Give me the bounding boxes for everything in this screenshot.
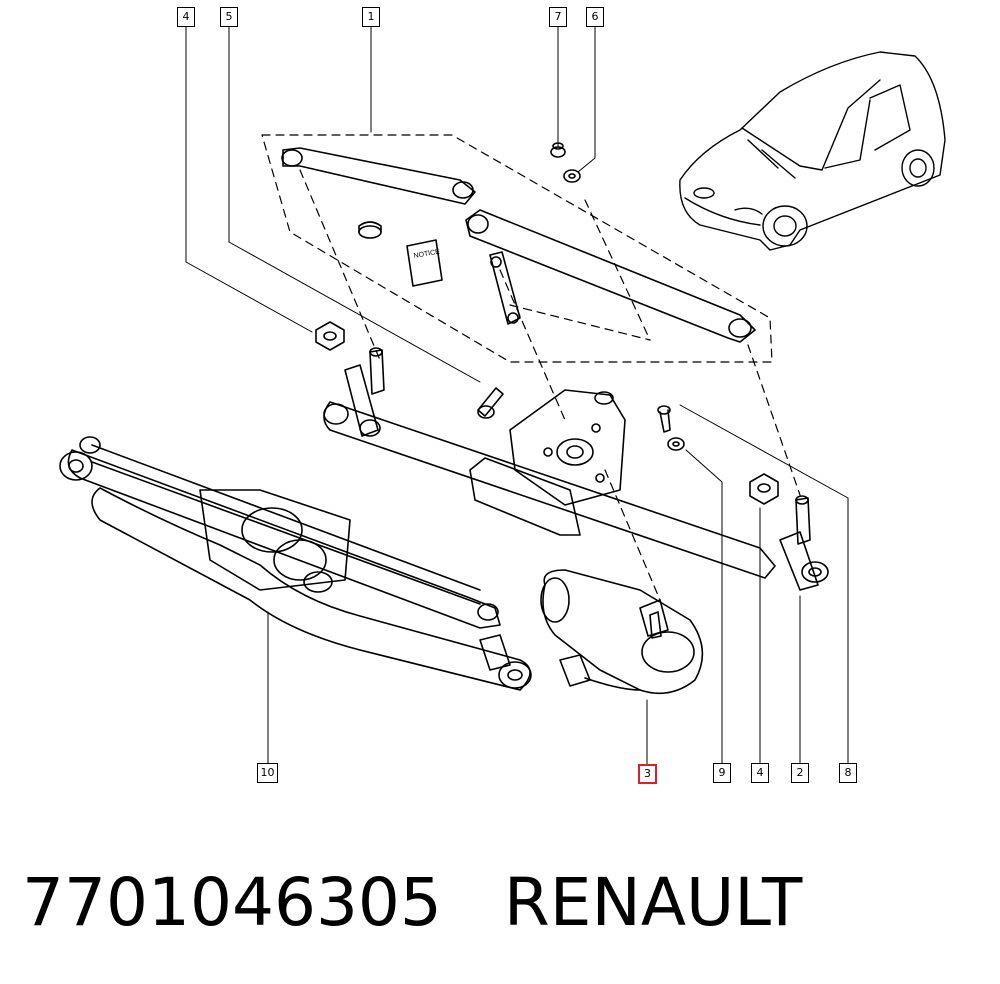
pivot-post-left: [369, 347, 385, 395]
callout-bottom-9: 9: [713, 763, 731, 783]
motor-mounting-bracket: [469, 389, 626, 536]
car-illustration: [679, 51, 946, 251]
wiper-frame-tube: [323, 364, 829, 591]
washer-6: [563, 169, 581, 183]
link-rod-lower: [465, 209, 756, 343]
pivot-post-right: [795, 495, 811, 545]
callout-top-4: 4: [177, 7, 195, 27]
callout-top-6: 6: [586, 7, 604, 27]
wiper-motor: [540, 569, 704, 695]
washer-9: [667, 437, 685, 451]
callout-top-5: 5: [220, 7, 238, 27]
callout-top-1: 1: [362, 7, 380, 27]
callout-bottom-3-highlighted: 3: [638, 764, 657, 784]
callout-top-7: 7: [549, 7, 567, 27]
callout-bottom-10: 10: [257, 763, 278, 783]
link-rod-upper: [281, 147, 476, 205]
bolt-8: [657, 405, 671, 433]
notice-booklet: NOTICE: [406, 239, 443, 287]
part-caption: 7701046305 RENAULT: [22, 858, 982, 948]
leader-lines: [185, 25, 849, 765]
left-assembly-linkage: [59, 436, 532, 691]
nut-right: [749, 473, 779, 505]
nut-7: [550, 142, 566, 158]
notice-label: NOTICE: [413, 248, 441, 260]
kit-outline: [261, 134, 801, 601]
crank-arm: [489, 251, 521, 325]
bolt-5: [477, 387, 504, 419]
small-bush: [358, 221, 382, 239]
callout-bottom-2: 2: [791, 763, 809, 783]
part-number: 7701046305: [22, 864, 442, 941]
brand-name: RENAULT: [503, 864, 803, 941]
wiper-linkage-exploded-diagram: NOTICE: [59, 25, 946, 765]
callout-bottom-8: 8: [839, 763, 857, 783]
nut-left: [315, 321, 345, 351]
callout-bottom-4: 4: [751, 763, 769, 783]
